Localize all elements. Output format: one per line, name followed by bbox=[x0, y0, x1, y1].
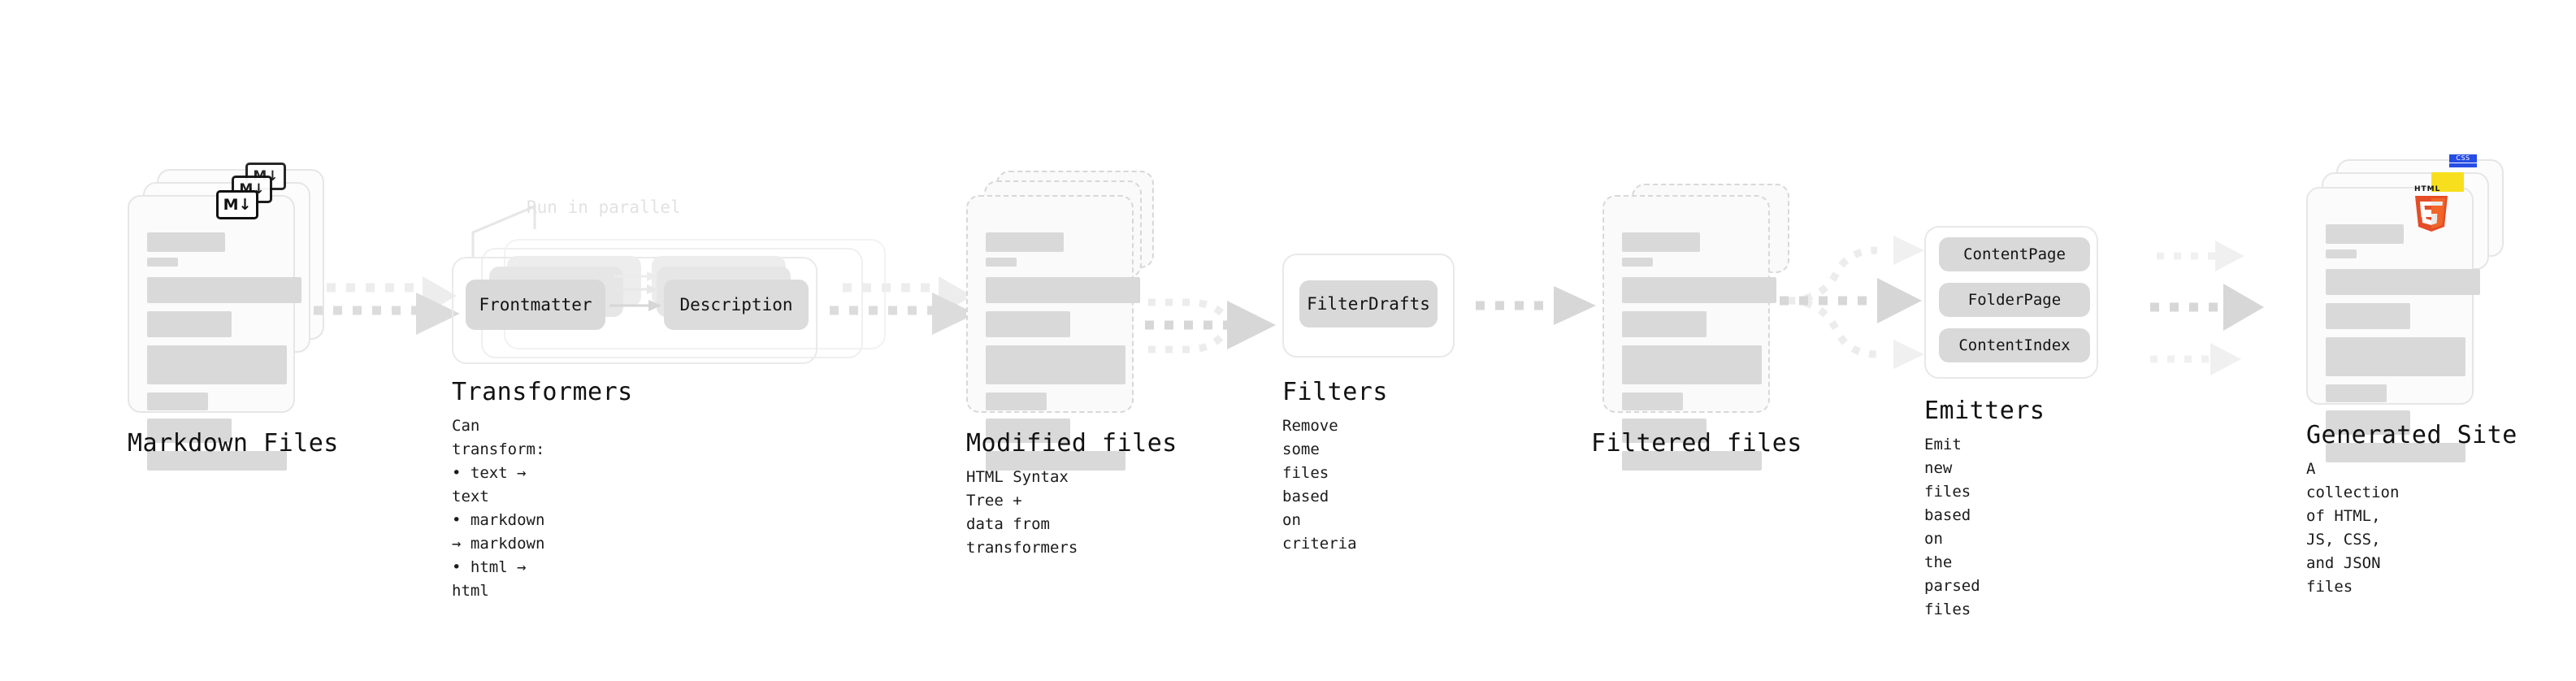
transformer-inner-arrows-ghost bbox=[614, 271, 658, 294]
placeholder-line bbox=[147, 451, 287, 471]
css-icon: CSS bbox=[2446, 153, 2482, 174]
html5-icon: HTML bbox=[2412, 185, 2451, 232]
filter-chip-filterdrafts[interactable]: FilterDrafts bbox=[1299, 280, 1438, 327]
emitters-title: Emitters bbox=[1924, 397, 2045, 425]
site-file-card-html bbox=[2306, 187, 2480, 462]
arrow-transformers-to-modified bbox=[830, 276, 976, 335]
emitter-chip-contentindex[interactable]: ContentIndex bbox=[1939, 328, 2090, 362]
placeholder-line bbox=[986, 345, 1125, 384]
transformers-title: Transformers bbox=[452, 378, 633, 406]
placeholder-line bbox=[1622, 232, 1700, 252]
placeholder-line bbox=[147, 232, 225, 252]
filtered-file-card-front bbox=[1602, 195, 1776, 471]
emitters-description: Emit new files based on the parsed files bbox=[1924, 436, 1980, 618]
html5-wordmark: HTML bbox=[2414, 185, 2441, 193]
markdown-placeholder-lines bbox=[147, 232, 301, 471]
filters-title: Filters bbox=[1282, 378, 1388, 406]
modified-placeholder-lines bbox=[986, 232, 1140, 471]
modified-files-title: Modified files bbox=[966, 429, 1177, 458]
arrow-modified-to-filters bbox=[1145, 298, 1276, 354]
placeholder-line bbox=[1622, 419, 1706, 443]
modified-files-description: HTML Syntax Tree + data from transformer… bbox=[966, 468, 1078, 557]
arrow-emitters-to-site bbox=[2150, 241, 2264, 375]
placeholder-line bbox=[986, 451, 1125, 471]
transformer-chip-frontmatter[interactable]: Frontmatter bbox=[466, 280, 605, 330]
placeholder-line bbox=[986, 311, 1070, 337]
placeholder-line bbox=[147, 345, 287, 384]
transformers-description: Can transform: • text → text • markdown … bbox=[452, 417, 545, 600]
arrow-markdown-to-transformers bbox=[314, 276, 460, 335]
markdown-icon-front: M↓ bbox=[216, 190, 258, 219]
placeholder-line bbox=[2326, 410, 2410, 435]
placeholder-line bbox=[147, 258, 178, 267]
placeholder-line bbox=[2326, 303, 2410, 329]
emitter-chip-folderpage[interactable]: FolderPage bbox=[1939, 283, 2090, 317]
generated-site-description: A collection of HTML, JS, CSS, and JSON … bbox=[2306, 460, 2400, 596]
placeholder-line bbox=[986, 277, 1140, 303]
placeholder-line bbox=[986, 419, 1070, 443]
placeholder-line bbox=[2326, 224, 2404, 244]
filtered-placeholder-lines bbox=[1622, 232, 1776, 471]
markdown-file-card-front bbox=[128, 195, 301, 471]
transformer-chip-description[interactable]: Description bbox=[664, 280, 809, 330]
generated-site-title: Generated Site bbox=[2306, 421, 2517, 449]
placeholder-line bbox=[986, 393, 1047, 410]
placeholder-line bbox=[2326, 249, 2357, 258]
run-in-parallel-brace bbox=[471, 204, 536, 257]
arrow-filters-to-filtered bbox=[1476, 286, 1596, 325]
placeholder-line bbox=[2326, 337, 2465, 376]
placeholder-line bbox=[1622, 258, 1653, 267]
transformer-inner-arrow bbox=[609, 300, 661, 311]
placeholder-line bbox=[986, 232, 1064, 252]
emitter-chip-contentpage[interactable]: ContentPage bbox=[1939, 237, 2090, 271]
site-placeholder-lines bbox=[2326, 224, 2480, 462]
placeholder-line bbox=[2326, 443, 2465, 462]
arrow-filtered-to-emitters bbox=[1780, 236, 1924, 369]
placeholder-line bbox=[147, 419, 232, 443]
placeholder-line bbox=[2326, 269, 2480, 295]
placeholder-line bbox=[147, 393, 208, 410]
js-icon bbox=[2431, 172, 2464, 192]
modified-file-card-front bbox=[966, 195, 1140, 471]
placeholder-line bbox=[2326, 384, 2387, 402]
placeholder-line bbox=[1622, 345, 1762, 384]
filters-description: Remove some files based on criteria bbox=[1282, 417, 1357, 553]
markdown-files-title: Markdown Files bbox=[128, 429, 339, 458]
run-in-parallel-label: Run in parallel bbox=[527, 197, 681, 217]
placeholder-line bbox=[1622, 277, 1776, 303]
filtered-files-title: Filtered files bbox=[1591, 429, 1802, 458]
placeholder-line bbox=[147, 311, 232, 337]
placeholder-line bbox=[986, 258, 1017, 267]
placeholder-line bbox=[1622, 311, 1706, 337]
placeholder-line bbox=[1622, 451, 1762, 471]
placeholder-line bbox=[147, 277, 301, 303]
placeholder-line bbox=[1622, 393, 1683, 410]
css-icon-label: CSS bbox=[2449, 154, 2477, 163]
